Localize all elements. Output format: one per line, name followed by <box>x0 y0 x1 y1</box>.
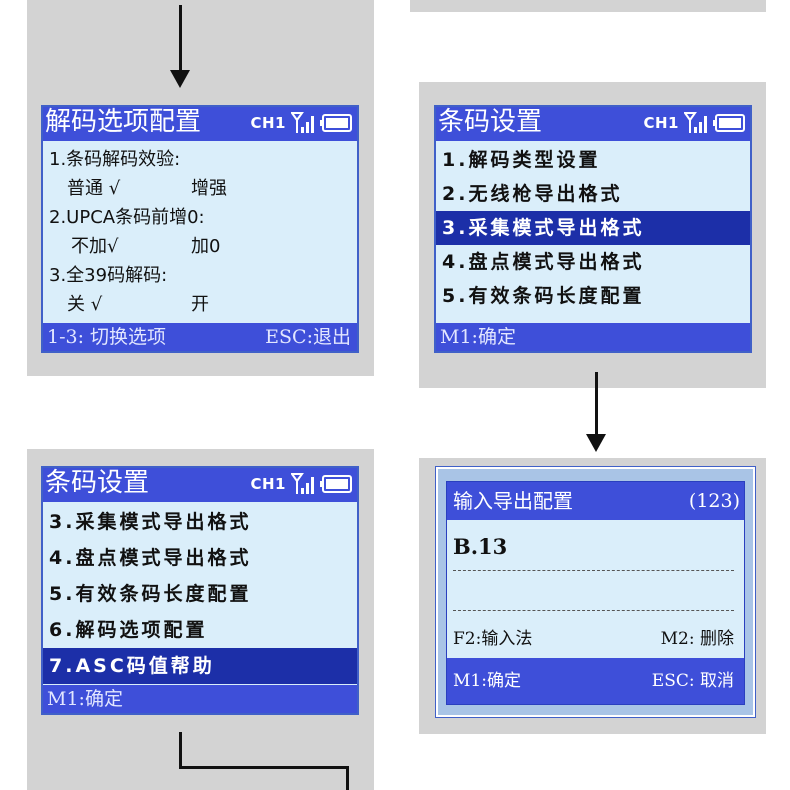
footer-hint-switch: 1-3: 切换选项 <box>47 326 167 348</box>
menu-item-decode-type[interactable]: 1.解码类型设置 <box>442 149 601 171</box>
footer-bar: M1:确定 <box>436 323 750 351</box>
status-area: CH1 <box>250 111 352 135</box>
option-2-none[interactable]: 不加√ <box>71 236 119 257</box>
status-area: CH1 <box>643 111 745 135</box>
menu-item-decode-options[interactable]: 6.解码选项配置 <box>49 619 208 641</box>
dialog: 输入导出配置 (123) B.13 F2:输入法 M2: 删除 M1:确定 ES… <box>446 481 745 705</box>
option-line-2: 2.UPCA条码前增0: <box>49 207 205 228</box>
m2-delete-hint[interactable]: M2: 删除 <box>660 629 734 649</box>
screen-title: 条码设置 <box>438 107 543 137</box>
divider <box>453 570 734 571</box>
battery-icon <box>320 475 352 493</box>
footer-hint-confirm[interactable]: M1:确定 <box>47 688 123 710</box>
option-1-enhanced[interactable]: 增强 <box>191 178 227 199</box>
input-value[interactable]: B.13 <box>453 534 508 559</box>
screen-input-export-config: 输入导出配置 (123) B.13 F2:输入法 M2: 删除 M1:确定 ES… <box>435 466 756 718</box>
titlebar: 解码选项配置 CH1 <box>43 107 357 141</box>
status-area: CH1 <box>250 472 352 496</box>
titlebar: 条码设置 CH1 <box>436 107 750 141</box>
signal-icon <box>291 112 314 133</box>
option-3-on[interactable]: 开 <box>191 294 209 315</box>
screen-title: 解码选项配置 <box>45 107 202 137</box>
option-line-1: 1.条码解码效验: <box>49 149 181 170</box>
option-2-add0[interactable]: 加0 <box>191 236 221 257</box>
screen-decode-options: 解码选项配置 CH1 1.条码解码效验: 普通 √ 增强 2.UPCA条码前增0… <box>41 105 359 353</box>
channel-label: CH1 <box>250 475 286 493</box>
menu-item-inventory-export[interactable]: 4.盘点模式导出格式 <box>49 547 252 569</box>
battery-icon <box>320 114 352 132</box>
panel-top-center <box>410 0 766 12</box>
input-mode-label: (123) <box>688 490 740 512</box>
menu-item-length-config[interactable]: 5.有效条码长度配置 <box>49 583 252 605</box>
option-1-normal[interactable]: 普通 √ <box>67 178 121 199</box>
screen-title: 条码设置 <box>45 468 150 498</box>
option-3-off[interactable]: 关 √ <box>67 294 103 315</box>
signal-icon <box>291 473 314 494</box>
menu-item-ascii-help[interactable]: 7.ASC码值帮助 <box>43 648 357 684</box>
footer-bar: 1-3: 切换选项 ESC:退出 <box>43 323 357 351</box>
dialog-titlebar: 输入导出配置 (123) <box>447 482 744 520</box>
menu-item-inventory-export[interactable]: 4.盘点模式导出格式 <box>442 251 645 273</box>
battery-icon <box>713 114 745 132</box>
f2-input-method-hint[interactable]: F2:输入法 <box>453 629 533 649</box>
screen-barcode-settings-1: 条码设置 CH1 1.解码类型设置 2.无线枪导出格式 3.采集模式导出格式 4… <box>434 105 752 353</box>
screen-barcode-settings-2: 条码设置 CH1 3.采集模式导出格式 4.盘点模式导出格式 5.有效条码长度配… <box>41 466 359 715</box>
divider <box>453 610 734 611</box>
menu-item-wireless-export[interactable]: 2.无线枪导出格式 <box>442 183 623 205</box>
titlebar: 条码设置 CH1 <box>43 468 357 502</box>
footer-hint-exit[interactable]: ESC:退出 <box>265 326 351 348</box>
option-line-3: 3.全39码解码: <box>49 265 168 286</box>
m1-confirm-hint[interactable]: M1:确定 <box>453 671 521 691</box>
signal-icon <box>684 112 707 133</box>
dialog-footer: M1:确定 ESC: 取消 <box>447 658 744 704</box>
menu-item-length-config[interactable]: 5.有效条码长度配置 <box>442 285 645 307</box>
menu-item-collect-export[interactable]: 3.采集模式导出格式 <box>49 511 252 533</box>
dialog-title: 输入导出配置 <box>453 489 573 513</box>
footer-bar: M1:确定 <box>43 685 357 713</box>
channel-label: CH1 <box>643 114 679 132</box>
menu-item-collect-export[interactable]: 3.采集模式导出格式 <box>436 211 750 245</box>
esc-cancel-hint[interactable]: ESC: 取消 <box>651 671 734 691</box>
footer-hint-confirm[interactable]: M1:确定 <box>440 326 516 348</box>
channel-label: CH1 <box>250 114 286 132</box>
